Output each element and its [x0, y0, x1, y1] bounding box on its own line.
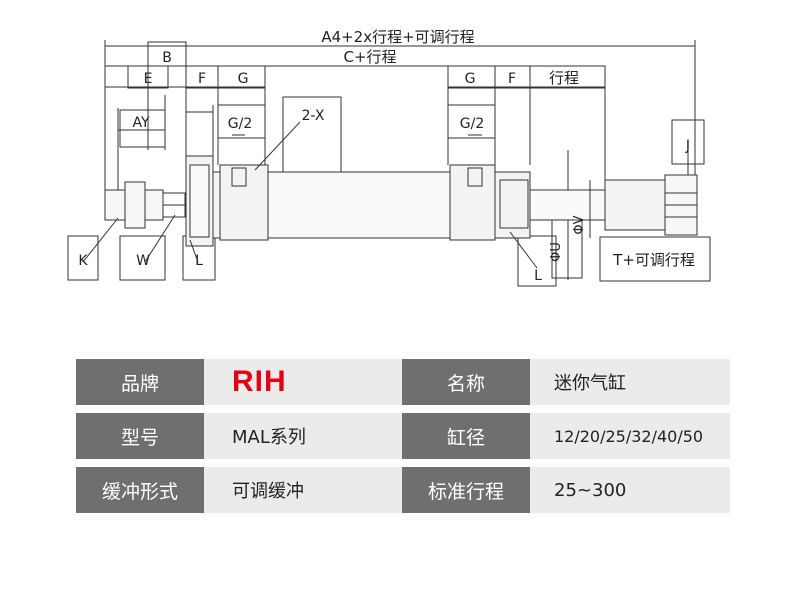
- spec-row-cushion: 缓冲形式 可调缓冲 标准行程 25~300: [76, 467, 730, 513]
- dim-f-right: F: [508, 71, 516, 87]
- dim-v: ΦV: [572, 215, 587, 234]
- dim-k: K: [78, 253, 88, 269]
- dim-e: E: [144, 71, 153, 87]
- spec-value-name: 迷你气缸: [530, 359, 730, 405]
- cylinder-dimension-drawing: A4+2x行程+可调行程 B C+行程 E F G G F 行程 AY G/2 …: [67, 28, 711, 287]
- dim-b: B: [162, 50, 172, 66]
- spec-label-name: 名称: [402, 359, 530, 405]
- dim-overall: A4+2x行程+可调行程: [321, 28, 474, 46]
- spec-label-model: 型号: [76, 413, 204, 459]
- dim-f-left: F: [198, 71, 206, 87]
- dim-port: 2-X: [302, 108, 325, 124]
- dim-l-right: L: [534, 268, 542, 284]
- dim-stroke: 行程: [549, 69, 579, 87]
- spec-value-stroke: 25~300: [530, 467, 730, 513]
- spec-label-bore: 缸径: [402, 413, 530, 459]
- dim-g-left: G: [238, 71, 249, 87]
- dim-w: W: [136, 253, 150, 269]
- dim-ay: AY: [132, 115, 149, 131]
- dim-c-stroke: C+行程: [343, 48, 396, 66]
- spec-label-cushion: 缓冲形式: [76, 467, 204, 513]
- dim-g2-left: G/2: [228, 116, 252, 132]
- spec-row-model: 型号 MAL系列 缸径 12/20/25/32/40/50: [76, 413, 730, 459]
- dim-j: J: [685, 138, 690, 154]
- dim-u: ΦU: [549, 242, 564, 262]
- dim-l-left: L: [195, 253, 203, 269]
- spec-label-stroke: 标准行程: [402, 467, 530, 513]
- dim-g-right: G: [465, 71, 476, 87]
- spec-row-brand: 品牌 RIH 名称 迷你气缸: [76, 359, 730, 405]
- spec-value-bore: 12/20/25/32/40/50: [530, 413, 730, 459]
- spec-label-brand: 品牌: [76, 359, 204, 405]
- dim-g2-right: G/2: [460, 116, 484, 132]
- dim-t-adjustable: T+可调行程: [612, 251, 695, 269]
